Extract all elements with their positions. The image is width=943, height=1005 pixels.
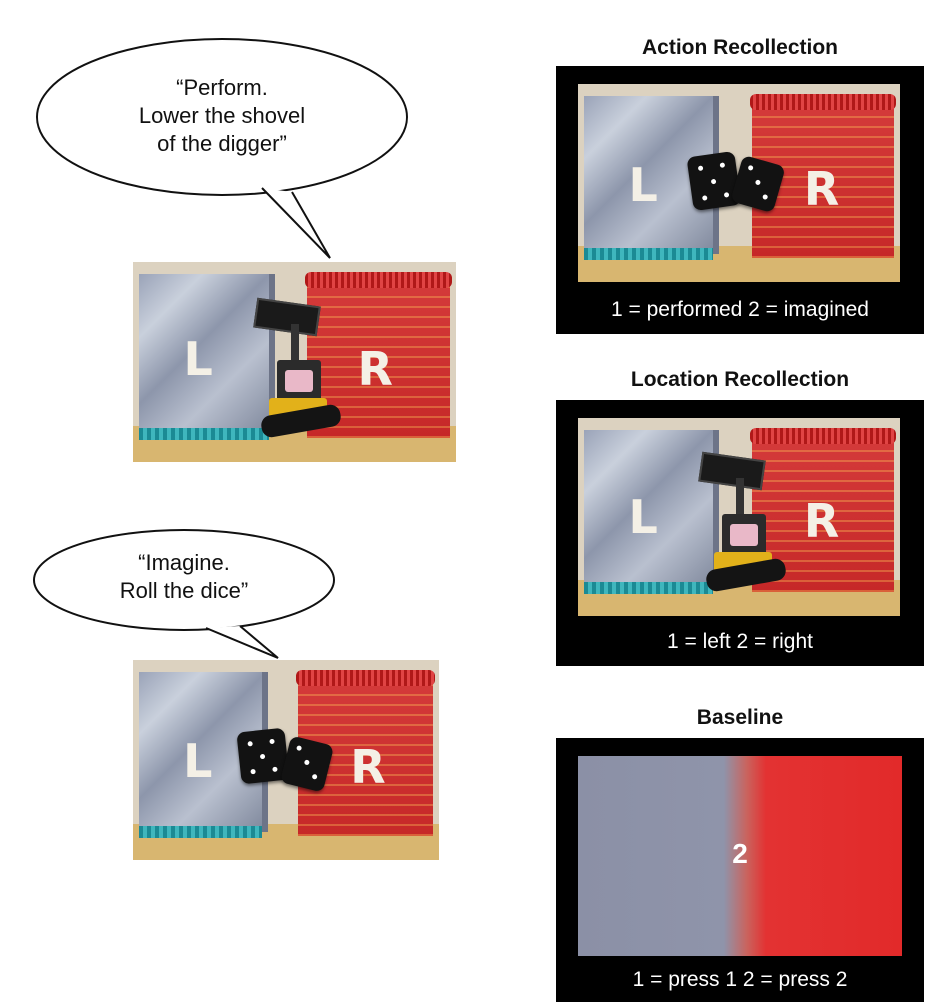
perform-bubble-outline	[36, 38, 408, 196]
left-box-letter: L	[628, 157, 658, 212]
imagine-bubble-outline	[33, 529, 335, 631]
perform-scene-photo: L R	[133, 262, 456, 462]
red-box-right: R	[296, 670, 435, 836]
imagine-bubble-tail	[205, 625, 279, 659]
right-box-letter: R	[350, 740, 386, 794]
location-recollection-panel: L R 1 = left 2 = right	[556, 400, 924, 666]
die-left	[686, 150, 742, 212]
perform-bubble-tail	[261, 187, 331, 259]
red-box-right: R	[749, 427, 896, 593]
baseline-response-caption: 1 = press 1 2 = press 2	[632, 968, 848, 991]
right-box-letter: R	[357, 342, 393, 396]
baseline-number: 2	[732, 838, 748, 869]
action-recollection-title: Action Recollection	[641, 36, 839, 59]
action-response-caption: 1 = performed 2 = imagined	[611, 298, 869, 321]
left-box-letter: L	[183, 332, 213, 386]
red-box-right: R	[749, 93, 896, 259]
location-recollection-title: Location Recollection	[630, 368, 850, 391]
perform-instruction-text: “Perform. Lower the shovel of the digger…	[138, 75, 306, 156]
baseline-panel: 2 1 = press 1 2 = press 2	[556, 738, 924, 1002]
imagine-instruction-text: “Imagine. Roll the dice”	[119, 550, 249, 603]
location-scene-photo: L R	[578, 418, 900, 616]
toy-digger	[253, 297, 353, 439]
right-box-letter: R	[803, 161, 840, 216]
location-response-caption: 1 = left 2 = right	[667, 630, 813, 653]
imagine-scene-photo: L R	[133, 660, 439, 860]
toy-digger	[698, 451, 798, 593]
baseline-title: Baseline	[696, 706, 784, 729]
silver-box-left: L	[139, 274, 275, 440]
action-scene-photo: L R	[578, 84, 900, 282]
right-box-letter: R	[803, 493, 840, 548]
action-recollection-panel: L R 1 = performed 2 = imagined	[556, 66, 924, 334]
baseline-color-field: 2	[578, 756, 902, 956]
left-box-letter: L	[628, 489, 658, 544]
left-box-letter: L	[183, 734, 213, 788]
silver-box-left: L	[584, 429, 720, 595]
